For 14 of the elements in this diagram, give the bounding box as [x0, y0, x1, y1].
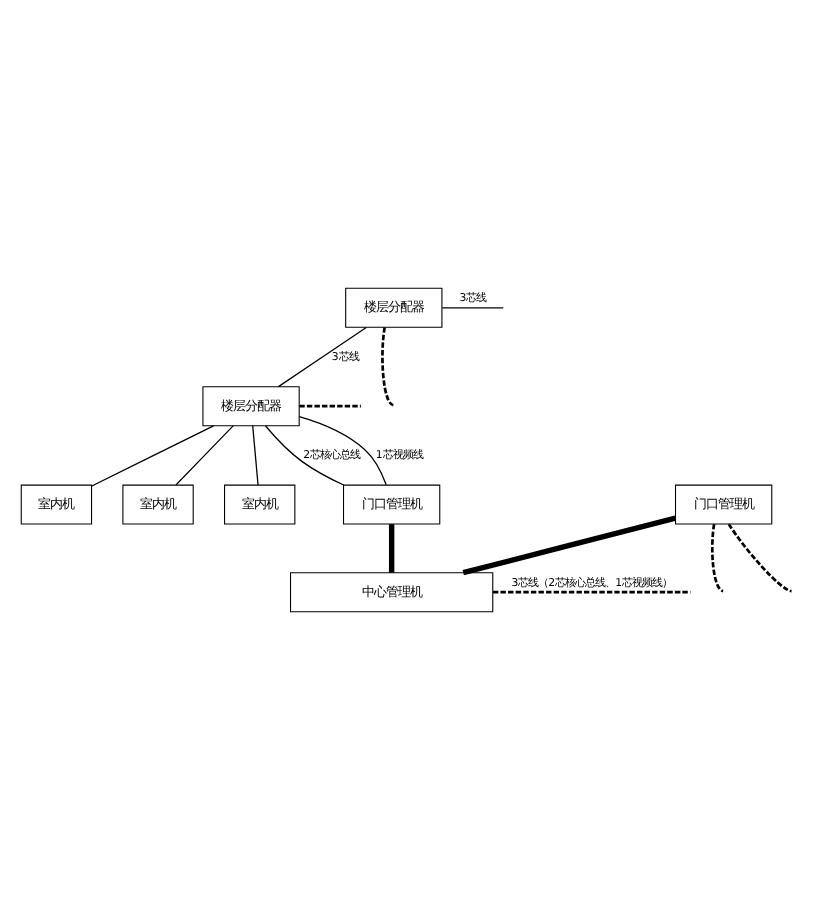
connector — [298, 416, 387, 486]
connector — [299, 404, 361, 408]
connector — [493, 590, 691, 594]
connector — [711, 524, 724, 593]
connector — [175, 425, 234, 486]
connector — [388, 524, 395, 573]
connector — [277, 326, 367, 388]
connector — [727, 523, 792, 593]
connector — [462, 515, 677, 576]
connector — [252, 425, 259, 486]
connector — [264, 425, 345, 486]
connector — [441, 307, 504, 309]
connector — [381, 327, 394, 407]
connector — [91, 425, 215, 487]
